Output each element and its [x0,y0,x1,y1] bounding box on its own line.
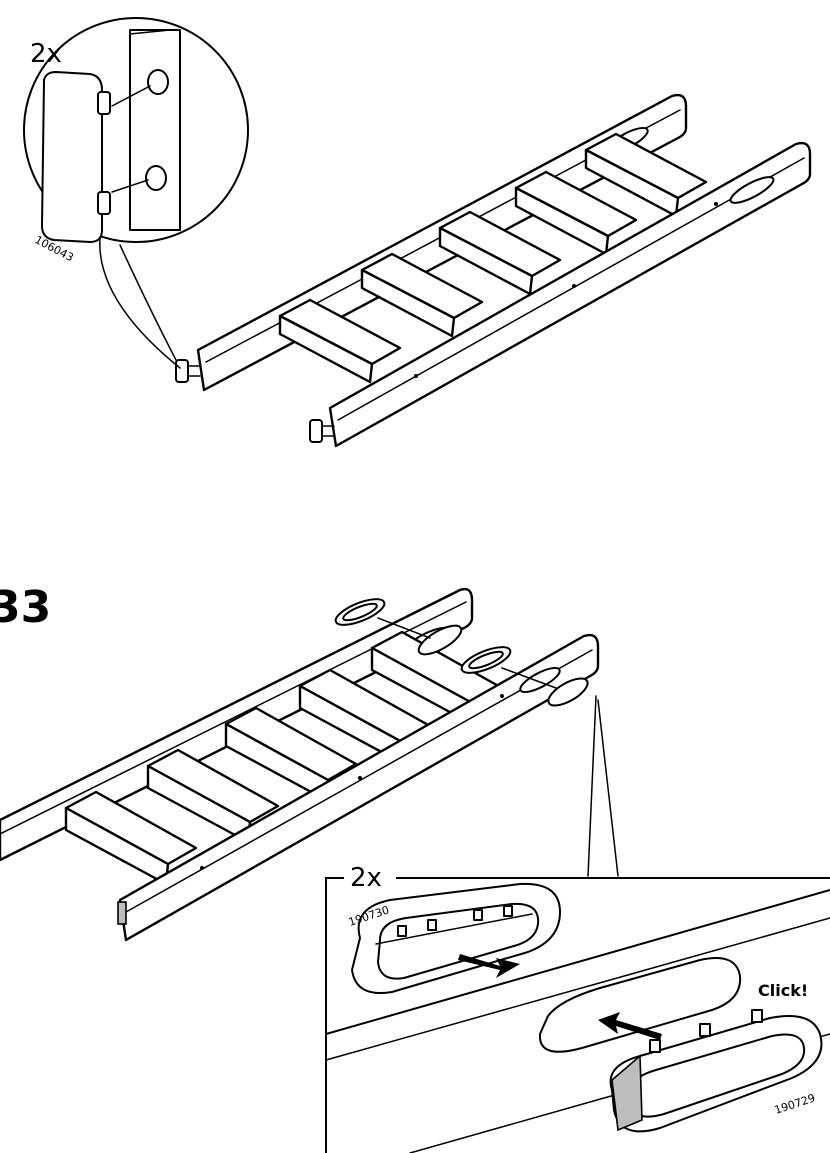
ladder-rungs [278,132,708,384]
lower-step-illustration [0,587,830,1153]
detail-callout-upper [23,17,249,369]
upper-step-illustration [23,17,812,448]
step-number: 33 [0,582,51,633]
lower-ladder-rungs [64,630,504,886]
click-label: Click! [758,981,808,1000]
rail-end-caps [175,359,335,443]
ladder-front-rail [328,141,812,448]
lower-part-number-right: 190729 [773,1092,817,1117]
upper-quantity-label: 2x [30,39,62,69]
oval-inserts [334,598,589,707]
lower-quantity-label: 2x [350,863,382,893]
detail-callout-lower [325,877,830,1153]
lower-ladder-front-rail [117,633,600,942]
